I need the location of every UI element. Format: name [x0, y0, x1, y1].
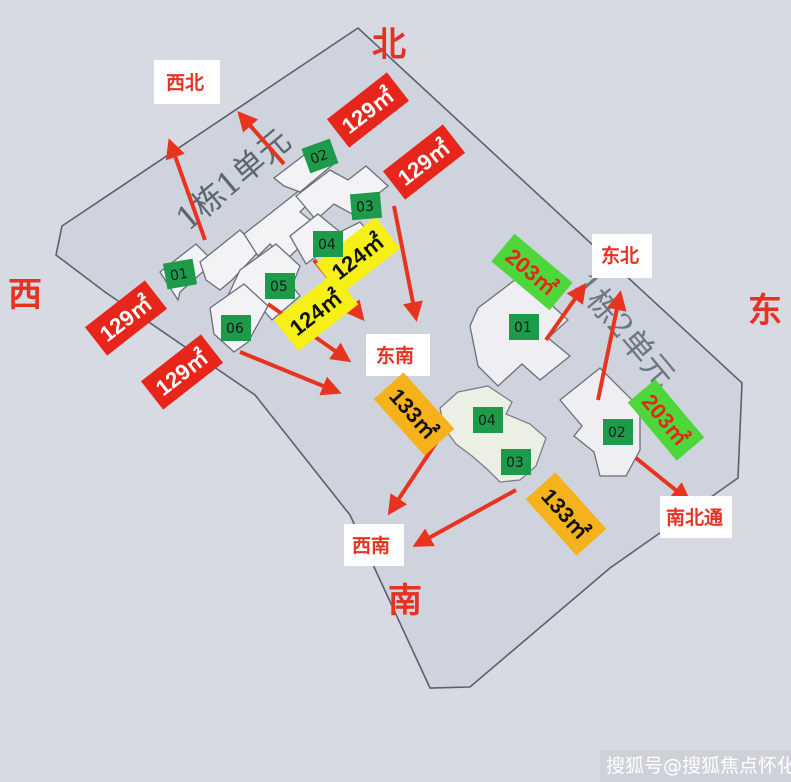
svg-text:04: 04	[318, 237, 336, 253]
compass-east: 东	[748, 291, 782, 331]
label-northeast: 东北	[592, 234, 652, 278]
watermark-band	[600, 750, 791, 782]
svg-text:01: 01	[514, 320, 532, 336]
svg-text:05: 05	[270, 279, 288, 295]
unit-badge-b2-02: 02	[603, 419, 633, 445]
svg-text:西南: 西南	[352, 535, 390, 557]
svg-text:03: 03	[355, 198, 374, 215]
unit-badge-b1-02: 02	[301, 138, 339, 174]
svg-text:06: 06	[226, 321, 244, 337]
svg-text:东南: 东南	[376, 344, 414, 367]
unit-badge-b1-06: 06	[221, 315, 251, 341]
unit-badge-b1-01: 01	[162, 258, 198, 290]
label-southeast: 东南	[366, 334, 430, 376]
unit-badge-b2-03: 03	[501, 449, 531, 475]
label-north-south: 南北通	[660, 496, 732, 538]
svg-text:东北: 东北	[601, 244, 639, 267]
svg-text:02: 02	[308, 147, 330, 168]
watermark-text: 搜狐号@搜狐焦点怀化站	[606, 755, 791, 777]
compass-south: 南	[388, 581, 422, 621]
svg-text:西北: 西北	[166, 72, 204, 94]
unit-badge-b1-04: 04	[313, 231, 343, 257]
unit-badges: 02 03 04 01 05 06 01 02	[162, 138, 633, 475]
svg-text:01: 01	[169, 266, 189, 285]
label-southwest: 西南	[344, 524, 404, 566]
svg-text:04: 04	[478, 413, 496, 429]
compass-north: 北	[372, 25, 406, 65]
svg-text:03: 03	[506, 455, 524, 471]
svg-text:02: 02	[608, 425, 626, 441]
unit-badge-b1-03: 03	[349, 191, 383, 221]
label-northwest: 西北	[154, 60, 220, 104]
unit-badge-b2-01: 01	[509, 314, 539, 340]
unit-badge-b2-04: 04	[473, 407, 503, 433]
compass-west: 西	[8, 275, 42, 315]
unit-badge-b1-05: 05	[265, 273, 295, 299]
svg-text:南北通: 南北通	[666, 507, 724, 529]
